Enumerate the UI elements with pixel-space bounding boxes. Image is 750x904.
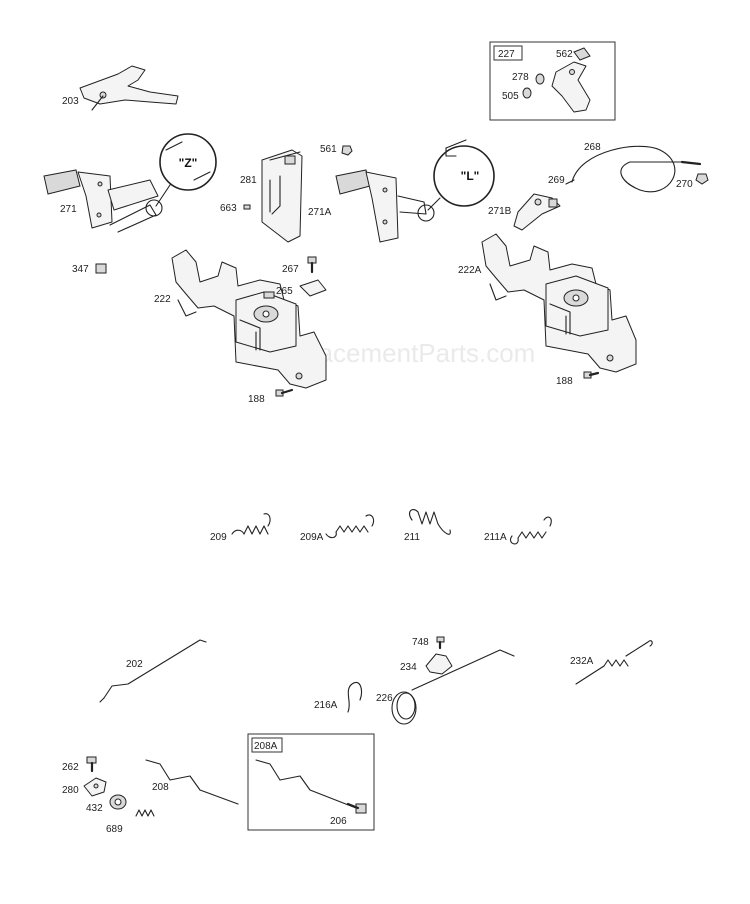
part-271-lever — [43, 169, 159, 233]
label-206: 206 — [330, 816, 347, 827]
callout-z: "Z" — [145, 133, 217, 217]
part-216A-link — [347, 682, 363, 713]
part-234-clip — [425, 653, 453, 675]
label-689: 689 — [106, 824, 123, 835]
label-222A: 222A — [458, 265, 482, 276]
part-281-bracket — [261, 149, 303, 243]
label-280: 280 — [62, 785, 79, 796]
part-270-nut — [695, 173, 709, 185]
label-203: 203 — [62, 96, 79, 107]
label-202: 202 — [126, 659, 143, 670]
part-222A-housing — [481, 233, 637, 373]
label-432: 432 — [86, 803, 103, 814]
label-188-right: 188 — [556, 376, 573, 387]
part-268-cable — [565, 145, 702, 193]
part-206-screw — [346, 802, 367, 814]
part-labels: 203 227 562 278 505 561 281 663 268 269 … — [60, 49, 693, 835]
label-748: 748 — [412, 637, 429, 648]
part-347-block — [95, 263, 107, 274]
part-209-spring — [231, 513, 271, 535]
part-280-bracket — [83, 777, 107, 797]
label-232A: 232A — [570, 656, 594, 667]
label-216A: 216A — [314, 700, 338, 711]
part-432-bushing — [109, 794, 127, 810]
label-281: 281 — [240, 175, 257, 186]
kit-208A-box — [247, 733, 375, 831]
part-271B-lever — [513, 193, 561, 231]
label-562: 562 — [556, 49, 573, 60]
part-211-spring — [409, 509, 451, 535]
label-269: 269 — [548, 175, 565, 186]
label-222: 222 — [154, 294, 171, 305]
label-209: 209 — [210, 532, 227, 543]
callout-l: "L" — [417, 139, 495, 222]
part-663-screw — [243, 204, 251, 210]
label-270: 270 — [676, 179, 693, 190]
part-748-screw — [436, 636, 445, 650]
label-271A: 271A — [308, 207, 332, 218]
label-226: 226 — [376, 693, 393, 704]
part-202-link — [99, 639, 207, 703]
part-188-screw-left — [275, 388, 294, 397]
label-663: 663 — [220, 203, 237, 214]
label-211A: 211A — [484, 532, 507, 543]
part-267-screw — [307, 256, 317, 274]
label-208: 208 — [152, 782, 169, 793]
part-208-link — [145, 759, 239, 805]
label-234: 234 — [400, 662, 417, 673]
label-268: 268 — [584, 142, 601, 153]
label-347: 347 — [72, 264, 89, 275]
svg-text:"Z": "Z" — [179, 156, 198, 170]
label-271: 271 — [60, 204, 77, 215]
kit-227-box — [489, 41, 616, 121]
svg-text:"L": "L" — [461, 169, 480, 183]
label-209A: 209A — [300, 532, 324, 543]
label-271B: 271B — [488, 206, 512, 217]
part-209A-spring — [325, 514, 375, 539]
label-561: 561 — [320, 144, 337, 155]
part-262-screw — [86, 756, 97, 773]
part-226-loop — [391, 649, 515, 725]
part-232A-spring — [575, 640, 653, 685]
label-208A: 208A — [254, 741, 278, 752]
part-203-bracket — [79, 65, 179, 111]
label-265: 265 — [276, 286, 293, 297]
part-222-housing — [171, 249, 327, 389]
label-278: 278 — [512, 72, 529, 83]
part-561-nut — [341, 145, 353, 156]
label-188-left: 188 — [248, 394, 265, 405]
part-211A-spring — [510, 516, 552, 545]
label-505: 505 — [502, 91, 519, 102]
label-227: 227 — [498, 49, 515, 60]
part-689-spring — [135, 809, 155, 817]
label-211: 211 — [404, 532, 420, 543]
part-271A-lever — [335, 169, 427, 243]
part-265-clip — [299, 279, 327, 297]
label-262: 262 — [62, 762, 79, 773]
part-188-screw-right — [583, 371, 600, 379]
label-267: 267 — [282, 264, 299, 275]
